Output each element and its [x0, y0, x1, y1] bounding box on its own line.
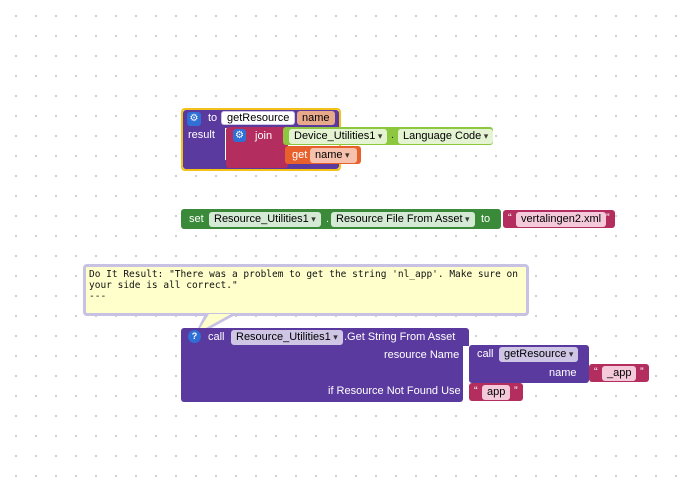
method-label: .Get String From Asset: [344, 331, 456, 343]
do-it-result-line-3: ---: [89, 291, 107, 302]
quote-close: ”: [514, 385, 518, 397]
get-label: get: [292, 149, 308, 161]
device-language-code-block[interactable]: Device_Utilities1 . Language Code: [283, 127, 494, 145]
set-component-dropdown[interactable]: Resource_Utilities1: [209, 211, 321, 227]
join-label: join: [255, 130, 273, 142]
to-label: to: [208, 112, 218, 124]
gear-icon[interactable]: ⚙: [233, 129, 246, 142]
quote-open: “: [508, 212, 512, 224]
resource-name-label: resource Name: [384, 349, 460, 361]
device-component-dropdown[interactable]: Device_Utilities1: [289, 128, 388, 144]
get-variable-block[interactable]: get name: [285, 146, 361, 164]
not-found-string-block[interactable]: “ app ”: [469, 383, 523, 401]
inner-call-label: call: [477, 348, 494, 360]
name-param-label: name: [549, 367, 577, 379]
not-found-string-field[interactable]: app: [482, 384, 511, 400]
call-body: [181, 346, 463, 402]
help-icon[interactable]: ?: [188, 330, 201, 343]
name-string-field[interactable]: _app: [602, 365, 637, 381]
get-variable-dropdown[interactable]: name: [310, 147, 357, 163]
name-string-block[interactable]: “ _app ”: [589, 364, 649, 382]
dot-separator: .: [391, 129, 395, 141]
result-label: result: [188, 129, 215, 141]
call-get-string-block[interactable]: ? call Resource_Utilities1 .Get String F…: [181, 328, 469, 402]
do-it-result-bubble: Do It Result: "There was a problem to ge…: [83, 264, 529, 316]
gear-icon[interactable]: ⚙: [187, 112, 201, 126]
quote-close: ”: [606, 212, 610, 224]
set-property-dropdown[interactable]: Resource File From Asset: [331, 211, 475, 227]
set-resource-file-block[interactable]: set Resource_Utilities1 . Resource File …: [181, 209, 501, 229]
inner-call-getresource-block[interactable]: call getResource name: [469, 345, 589, 383]
dot-separator: .: [326, 213, 330, 225]
call-label: call: [208, 331, 225, 343]
set-label: set: [189, 213, 204, 225]
device-property-dropdown[interactable]: Language Code: [398, 128, 494, 144]
string-value-field[interactable]: vertalingen2.xml: [516, 211, 607, 227]
call-component-dropdown[interactable]: Resource_Utilities1: [231, 329, 343, 345]
quote-open: “: [594, 366, 598, 378]
quote-open: “: [474, 385, 478, 397]
text-string-block[interactable]: “ vertalingen2.xml ”: [503, 210, 615, 228]
not-found-label: if Resource Not Found Use: [328, 385, 461, 397]
do-it-result-line-2: your side is all correct.": [89, 280, 238, 291]
inner-procedure-dropdown[interactable]: getResource: [499, 347, 579, 362]
param-name-chip[interactable]: name: [297, 111, 335, 125]
do-it-result-line-1: Do It Result: "There was a problem to ge…: [89, 269, 518, 280]
join-block[interactable]: ⚙ join: [226, 127, 288, 168]
quote-close: ”: [640, 366, 644, 378]
procedure-name-field[interactable]: getResource: [221, 111, 296, 125]
to-label: to: [481, 213, 491, 225]
inner-call-body: [469, 364, 589, 383]
